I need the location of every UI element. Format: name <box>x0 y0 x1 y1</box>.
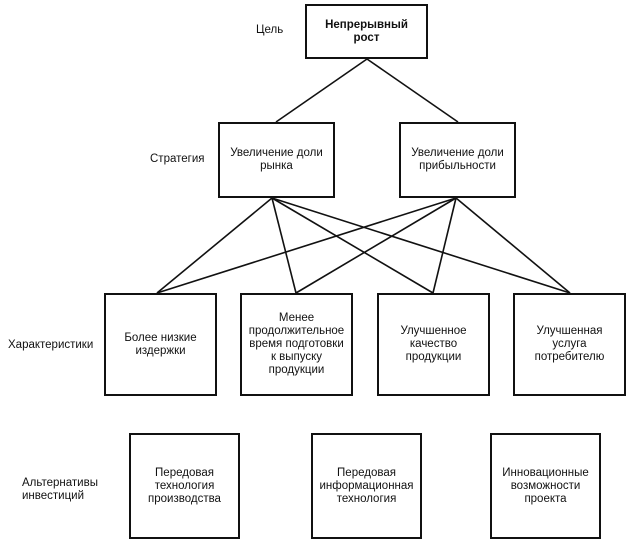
characteristic-quality-box: Улучшенное качество продукции <box>377 293 490 396</box>
connector-share-to-costs <box>156 197 273 294</box>
connector-profit-to-time <box>295 197 457 294</box>
level-label-characteristics: Характеристики <box>8 339 94 351</box>
connector-profit-to-service <box>455 197 571 294</box>
level-label-strategy: Стратегия <box>150 153 205 165</box>
level-label-investments: Альтернативы инвестиций <box>22 477 98 502</box>
level-label-goal: Цель <box>256 24 284 36</box>
strategy-profitability-box: Увеличение доли прибыльности <box>399 122 516 198</box>
connector-goal-to-market-share <box>275 58 368 123</box>
connector-profit-to-quality <box>432 197 457 294</box>
strategy-market-share-box: Увеличение доли рынка <box>218 122 335 198</box>
connector-share-to-time <box>271 197 297 294</box>
connector-share-to-service <box>271 197 571 294</box>
connector-goal-to-profitability <box>366 58 459 123</box>
goal-box: Непрерывный рост <box>305 4 428 59</box>
investment-innovation-box: Инновационные возможности проекта <box>490 433 601 539</box>
characteristic-lower-costs-box: Более низкие издержки <box>104 293 217 396</box>
investment-production-tech-box: Передовая технология производства <box>129 433 240 539</box>
connector-profit-to-costs <box>156 197 457 294</box>
connector-share-to-quality <box>271 197 434 294</box>
investment-information-tech-box: Передовая информационная технология <box>311 433 422 539</box>
characteristic-service-box: Улучшенная услуга потребителю <box>513 293 626 396</box>
characteristic-lead-time-box: Менее продолжительное время подготовки к… <box>240 293 353 396</box>
